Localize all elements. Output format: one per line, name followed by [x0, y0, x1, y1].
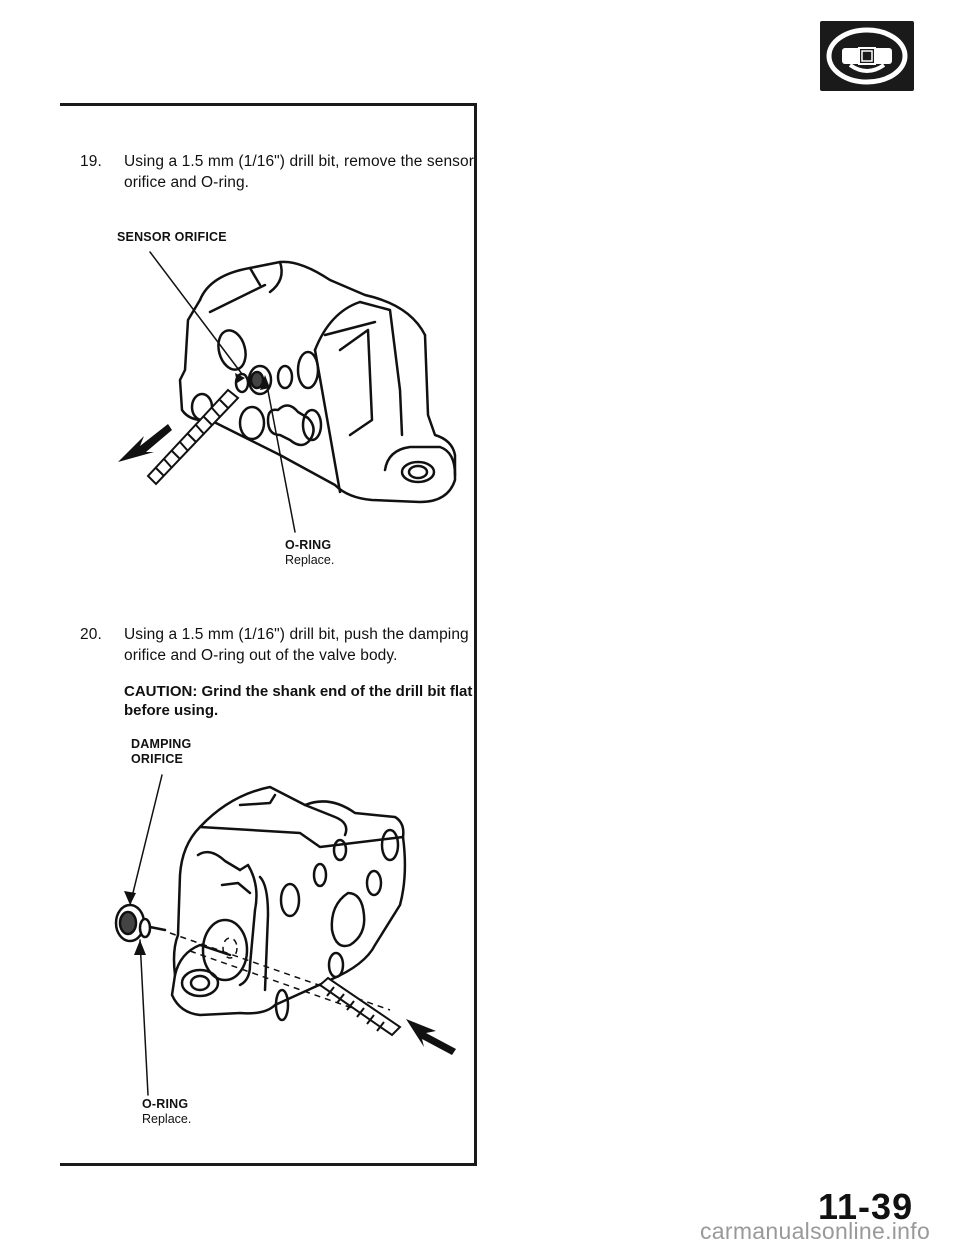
- step-19: 19. Using a 1.5 mm (1/16") drill bit, re…: [80, 152, 474, 196]
- label-damping-orifice: ORIFICE: [131, 752, 184, 766]
- steering-wheel-icon: [826, 27, 908, 85]
- caution-line: before using.: [124, 702, 219, 719]
- step-text-line: Using a 1.5 mm (1/16") drill bit, push t…: [124, 626, 469, 643]
- frame-rule-bottom: [60, 1163, 477, 1166]
- label-o-ring: O-RING: [142, 1097, 189, 1111]
- step-number: 19.: [80, 153, 102, 170]
- caution-line: CAUTION: Grind the shank end of the dril…: [124, 683, 473, 700]
- label-o-ring-note: Replace.: [285, 553, 335, 567]
- page-number: 11-39: [818, 1186, 914, 1227]
- section-badge: [820, 21, 914, 91]
- label-o-ring: O-RING: [285, 538, 332, 552]
- label-o-ring-note: Replace.: [142, 1112, 192, 1126]
- watermark: carmanualsonline.info: [700, 1218, 931, 1244]
- frame-rule-top: [60, 103, 477, 106]
- step-text-line: orifice and O-ring.: [124, 174, 250, 191]
- valve-body-illustration-1: [118, 251, 457, 533]
- step-text-line: Using a 1.5 mm (1/16") drill bit, remove…: [124, 153, 475, 170]
- label-sensor-orifice: SENSOR ORIFICE: [117, 230, 227, 244]
- frame-rule-right: [474, 103, 477, 1166]
- step-number: 20.: [80, 626, 102, 643]
- valve-body-illustration-2: [114, 774, 456, 1096]
- step-text-line: orifice and O-ring out of the valve body…: [124, 647, 398, 664]
- label-damping-orifice: DAMPING: [131, 737, 192, 751]
- step-20: 20. Using a 1.5 mm (1/16") drill bit, pu…: [80, 625, 470, 669]
